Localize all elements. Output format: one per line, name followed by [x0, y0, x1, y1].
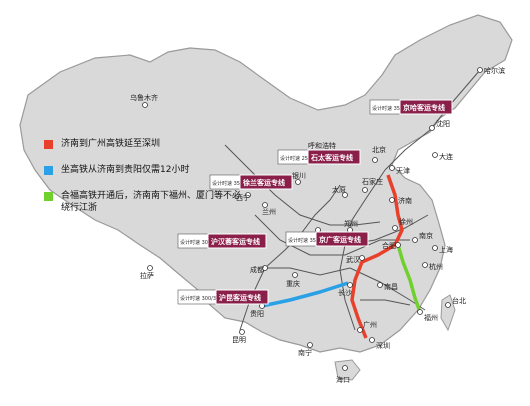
city-label-hefei: 合肥: [382, 241, 396, 250]
city-dot-tianjin: [389, 165, 395, 171]
city-markers: [142, 67, 483, 371]
callout-huhanrong: 设计时速 300km/h 沪汉蓉客运专线: [177, 233, 267, 249]
speed-label-huliu: 设计时速 300/350km/h: [180, 295, 235, 302]
city-label-nanchang: 南昌: [384, 282, 398, 291]
city-label-xining: 西宁: [236, 193, 250, 202]
city-dot-xining: [245, 192, 251, 198]
city-label-guangzhou: 广州: [363, 320, 377, 329]
city-dot-yinchuan: [295, 179, 301, 185]
city-label-shenyang: 沈阳: [436, 119, 450, 128]
city-dot-dalian: [432, 152, 438, 158]
map-legend: 济南到广州高铁延至深圳 坐高铁从济南到贵阳仅需12小时 合福高铁开通后，济南南下…: [44, 138, 244, 228]
city-label-chongqing: 重庆: [286, 279, 300, 288]
hainan-island: [334, 359, 361, 381]
line-label-jingguang: 京广客运专线: [319, 235, 361, 244]
jinan-guangzhou-shenzhen-line: [350, 174, 404, 339]
speed-label-jingha: 设计时速 350km/h: [372, 105, 416, 112]
line-label-shitai: 石太客运专线: [310, 153, 353, 162]
city-dot-nanchang: [377, 282, 383, 288]
city-label-harbin: 哈尔滨: [484, 66, 505, 75]
city-dot-kunming: [239, 329, 245, 335]
city-label-taiyuan: 太原: [332, 185, 346, 194]
city-label-changsha: 长沙: [338, 288, 352, 297]
city-dot-shijiazhuang: [362, 187, 368, 193]
callout-jingha: 设计时速 350km/h 京哈客运专线: [369, 99, 453, 115]
city-label-fuzhou: 福州: [424, 313, 438, 322]
legend-swatch-blue: [44, 166, 53, 175]
city-label-chengdu: 成都: [250, 265, 264, 274]
speed-label-jingguang: 设计时速 350km/h: [288, 237, 332, 244]
legend-text-blue: 坐高铁从济南到贵阳仅需12小时: [61, 165, 190, 175]
city-dot-harbin: [477, 67, 483, 73]
city-dot-lhasa: [147, 265, 153, 271]
city-label-shanghai: 上海: [439, 245, 453, 254]
city-label-wuhan: 武汉: [346, 255, 360, 264]
city-dot-shanghai: [432, 245, 438, 251]
city-dot-nanjing: [412, 237, 418, 243]
city-dot-chengdu: [262, 265, 268, 271]
hefei-fuzhou-line: [396, 244, 422, 313]
city-label-urumqi: 乌鲁木齐: [130, 93, 158, 102]
city-label-nanjing: 南京: [419, 231, 433, 240]
city-dot-chongqing: [292, 272, 298, 278]
city-label-taipei: 台北: [452, 296, 466, 305]
city-dot-taipei: [445, 302, 451, 308]
city-dot-beijing: [372, 157, 378, 163]
city-dot-shenzhen: [369, 337, 375, 343]
line-label-huliu: 沪昆客运专线: [219, 293, 261, 302]
city-label-xuzhou: 徐州: [399, 217, 413, 226]
legend-item-red: 济南到广州高铁延至深圳: [44, 138, 244, 150]
legend-swatch-red: [44, 140, 53, 149]
city-dot-lanzhou: [262, 202, 268, 208]
legend-swatch-green: [44, 192, 53, 201]
city-dot-urumqi: [142, 102, 148, 108]
callout-shitai: 设计时速 250km/h 石太客运专线: [277, 149, 361, 165]
city-label-nanning: 南宁: [298, 348, 312, 357]
city-label-yinchuan: 银川: [292, 171, 306, 180]
city-dot-hangzhou: [422, 262, 428, 268]
city-dot-haikou: [342, 365, 348, 371]
line-callouts: 设计时速 350km/h 京哈客运专线 设计时速 250km/h 石太客运专线 …: [177, 99, 453, 305]
legend-text-green: 合福高铁开通后，济南南下福州、厦门等不必绕行江浙: [61, 191, 242, 213]
changsha-guiyang-line: [261, 281, 349, 308]
city-label-hohhot: 呼和浩特: [308, 141, 336, 150]
line-label-xulan: 徐兰客运专线: [242, 178, 285, 187]
city-label-shijiazhuang: 石家庄: [362, 177, 383, 186]
city-label-haikou: 海口: [336, 375, 350, 384]
city-label-hangzhou: 杭州: [429, 262, 443, 271]
city-label-jinan: 济南: [398, 196, 412, 205]
city-label-lanzhou: 兰州: [262, 207, 276, 216]
city-label-lhasa: 拉萨: [140, 271, 154, 280]
city-label-beijing: 北京: [372, 145, 386, 154]
city-label-zhengzhou: 郑州: [344, 220, 358, 228]
city-dot-shenyang: [429, 125, 435, 131]
legend-item-green: 合福高铁开通后，济南南下福州、厦门等不必绕行江浙: [44, 190, 244, 214]
city-label-shenzhen: 深圳: [376, 341, 390, 350]
city-label-dalian: 大连: [439, 152, 453, 161]
speed-label-huhanrong: 设计时速 300km/h: [180, 239, 224, 246]
city-label-guiyang: 贵阳: [250, 309, 264, 318]
city-dot-jinan: [389, 197, 395, 203]
city-label-tianjin: 天津: [396, 167, 410, 175]
line-label-jingha: 京哈客运专线: [403, 103, 445, 112]
city-dot-guangzhou: [357, 327, 363, 333]
legend-text-red: 济南到广州高铁延至深圳: [61, 139, 161, 149]
city-dot-hefei: [395, 242, 401, 248]
speed-label-xulan: 设计时速 350km/h: [212, 180, 256, 187]
speed-label-shitai: 设计时速 250km/h: [280, 155, 324, 162]
callout-jingguang: 设计时速 350km/h 京广客运专线: [285, 231, 369, 247]
city-label-kunming: 昆明: [232, 336, 246, 344]
city-dot-taiyuan: [342, 192, 348, 198]
callout-xulan: 设计时速 350km/h 徐兰客运专线: [209, 174, 293, 190]
city-dot-fuzhou: [417, 309, 423, 315]
legend-item-blue: 坐高铁从济南到贵阳仅需12小时: [44, 164, 244, 176]
city-dot-nanning: [307, 342, 313, 348]
callout-huliu: 设计时速 300/350km/h 沪昆客运专线: [177, 289, 269, 305]
line-label-huhanrong: 沪汉蓉客运专线: [211, 237, 260, 246]
city-dot-wuhan: [359, 255, 365, 261]
city-dot-changsha: [347, 282, 353, 288]
city-dot-xuzhou: [392, 225, 398, 231]
taiwan-island: [440, 294, 456, 332]
